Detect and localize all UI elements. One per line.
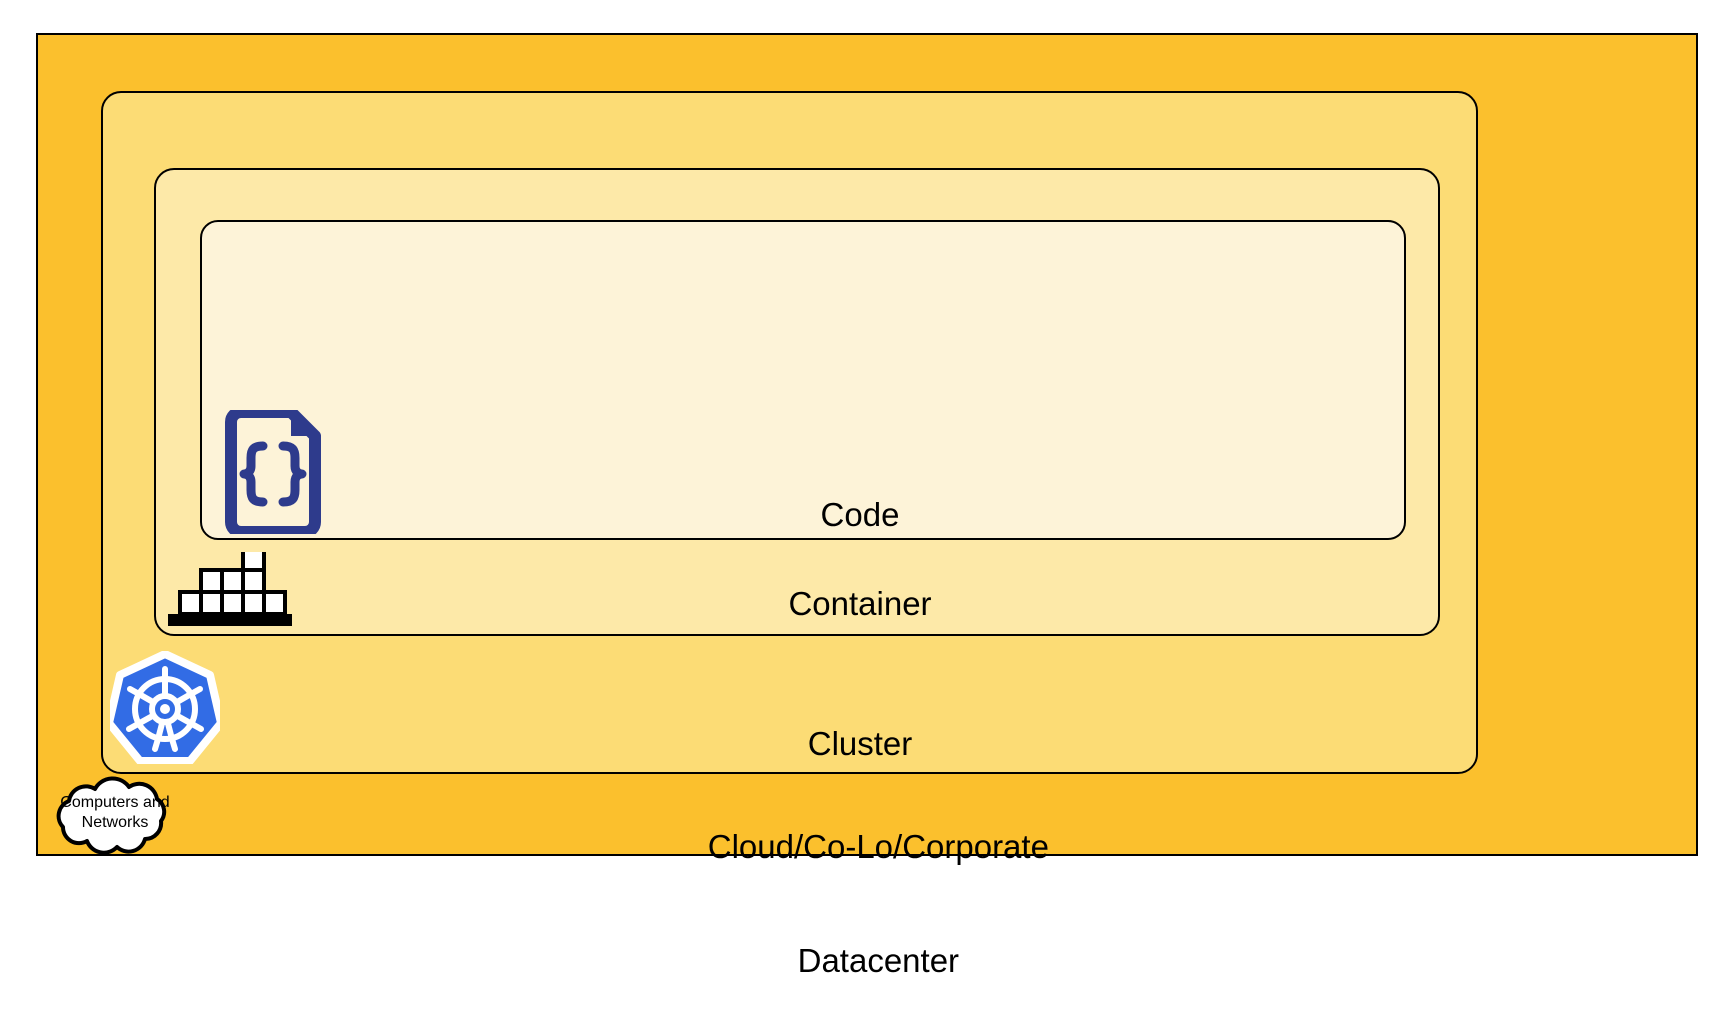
container-blocks-icon bbox=[168, 546, 292, 628]
kubernetes-helm-wheel-icon bbox=[105, 650, 225, 765]
layer-label-container: Container bbox=[788, 585, 932, 622]
diagram-canvas: Code Container Cluster Cloud/Co-Lo/Corpo… bbox=[35, 33, 1698, 979]
computers-and-networks-cloud[interactable] bbox=[35, 775, 195, 865]
layer-label-datacenter-line2: Datacenter bbox=[797, 942, 960, 979]
layer-label-code: Code bbox=[820, 496, 900, 533]
layer-code[interactable] bbox=[200, 220, 1406, 540]
layer-label-datacenter-line1: Cloud/Co-Lo/Corporate bbox=[707, 828, 1049, 865]
layer-label-cluster: Cluster bbox=[807, 725, 913, 762]
code-file-braces-icon bbox=[219, 406, 327, 538]
layer-label-datacenter: Cloud/Co-Lo/Corporate Datacenter bbox=[0, 790, 1720, 1018]
